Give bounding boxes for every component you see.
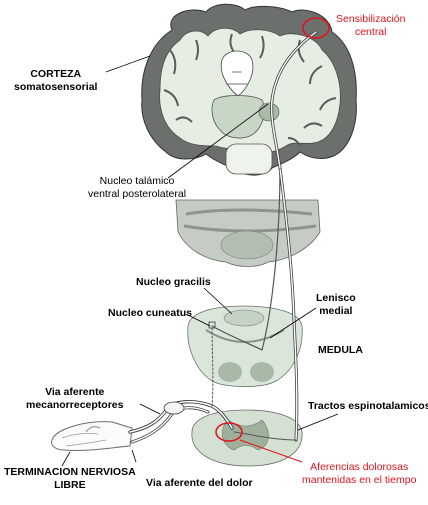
neural-pathways [128,30,318,444]
highlight-circles [215,17,330,442]
sensibilizacion-label: Sensibilización central [336,13,406,38]
via-aferente-mecanorreceptores-label: Via aferente mecanorreceptores [26,386,124,411]
nucleo-cuneatus-label: Nucleo cuneatus [108,307,193,319]
leader-lines [61,55,339,467]
red-leader-line [239,439,303,463]
nucleo-gracilis-label: Nucleo gracilis [136,276,211,288]
pons-section [175,199,321,267]
pain-afferents-circle [215,422,243,442]
tractos-espinotalamicos-label: Tractos espinotalamicos [308,400,428,412]
terminacion-nerviosa-label: TERMINACION NERVIOSA LIBRE [4,466,136,491]
nucleo-talamico-label: Nucleo talámico ventral posterolateral [88,175,187,200]
corteza-label: CORTEZA somatosensorial [14,68,98,93]
aferencias-dolorosas-label: Aferencias dolorosas mantenidas en el ti… [302,461,417,486]
lenisco-medial-label: Lenisco medial [316,292,356,317]
central-sensitization-circle [302,17,330,39]
fingertip [51,421,133,452]
medulla-section [187,305,303,387]
spinal-cord-section [191,409,303,467]
medula-label: MEDULA [318,344,363,356]
brain-coronal-section [141,3,357,176]
via-aferente-dolor-label: Via aferente del dolor [146,477,253,489]
